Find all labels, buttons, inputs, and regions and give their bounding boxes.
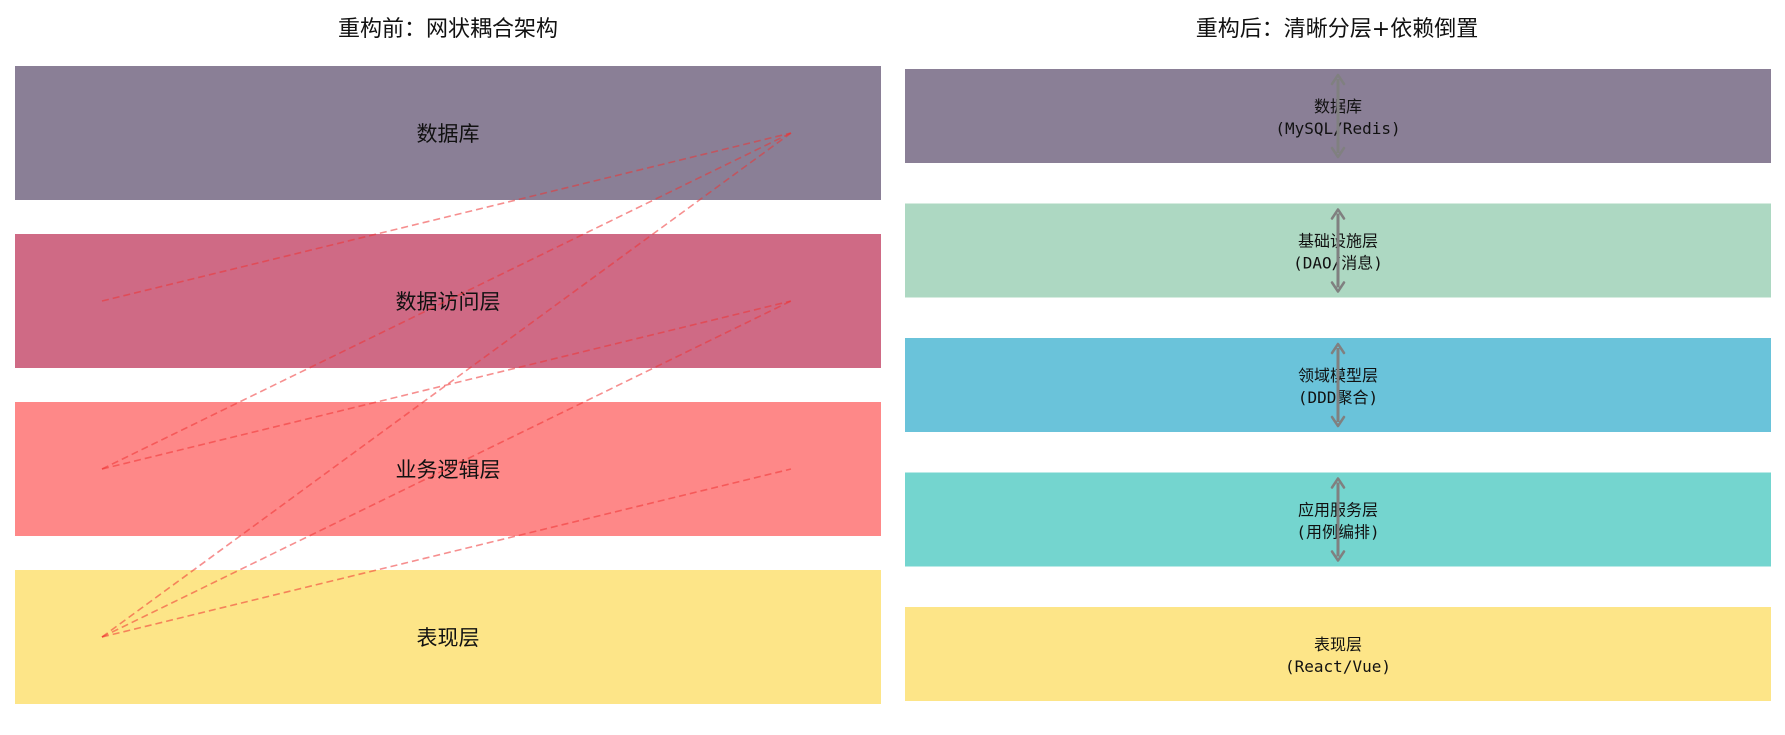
before-layer-label: 业务逻辑层 (396, 458, 501, 482)
before-layer-label: 数据库 (417, 122, 480, 146)
before-layer-block (15, 402, 881, 536)
dependency-arrow (1330, 208, 1346, 293)
dependency-arrow (1330, 73, 1346, 159)
coupling-link (101, 300, 792, 638)
before-layer-block (15, 66, 881, 200)
before-title: 重构前：网状耦合架构 (338, 17, 558, 42)
after-layer-sublabel: (React/Vue) (1285, 657, 1391, 676)
before-layer-label: 数据访问层 (396, 290, 501, 314)
after-panel: 重构后：清晰分层+依赖倒置 数据库(MySQL/Redis)基础设施层(DAO/… (905, 17, 1771, 701)
before-layer-label: 表现层 (417, 626, 480, 650)
coupling-link (101, 132, 792, 470)
before-layer-block (15, 570, 881, 704)
coupling-link (101, 132, 792, 302)
dependency-arrow (1330, 477, 1346, 562)
coupling-link (101, 300, 792, 470)
before-layer-block (15, 234, 881, 368)
after-layer-label: 表现层 (1314, 635, 1362, 654)
dependency-arrow (1330, 342, 1346, 428)
coupling-link (101, 468, 792, 638)
after-layer-block (905, 607, 1771, 701)
after-title: 重构后：清晰分层+依赖倒置 (1196, 17, 1478, 42)
